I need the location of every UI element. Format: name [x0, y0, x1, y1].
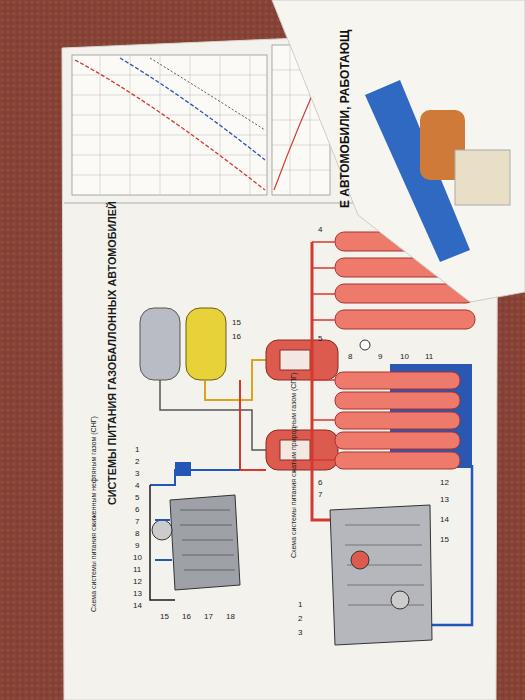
callout-number: 5 — [135, 493, 139, 502]
gas-tank — [186, 308, 226, 380]
lpg-scheme — [140, 308, 338, 600]
callout-number: 17 — [204, 612, 213, 621]
gas-cylinder — [266, 340, 338, 380]
gas-cylinder — [335, 372, 460, 389]
mixer — [152, 520, 172, 540]
gas-cylinder — [335, 310, 475, 329]
gas-pipe — [205, 360, 266, 400]
callout-number: 14 — [440, 515, 449, 524]
gas-line — [425, 465, 472, 625]
brochure-sheet — [272, 0, 525, 302]
brochure-picture — [365, 80, 470, 262]
callout-number: 16 — [182, 612, 191, 621]
gas-cylinder — [335, 452, 460, 469]
callout-number: 7 — [135, 517, 139, 526]
callout-number: 3 — [135, 469, 139, 478]
chart-grid — [72, 55, 267, 195]
callout-number: 1 — [298, 600, 302, 609]
callout-number: 14 — [133, 601, 142, 610]
scheme-caption: Схема системы питания сжиженным нефтяным… — [90, 416, 97, 612]
callout-number: 13 — [133, 589, 142, 598]
engine-fins — [345, 525, 424, 605]
callout-number: 15 — [232, 318, 241, 327]
callout-number: 11 — [425, 352, 433, 361]
callout-number: 9 — [378, 352, 382, 361]
callout-number: 4 — [318, 225, 322, 234]
gas-cylinder — [335, 412, 460, 429]
gas-pipe — [160, 380, 266, 450]
callout-number: 8 — [135, 529, 139, 538]
callout-number: 4 — [135, 481, 139, 490]
callout-number: 12 — [440, 478, 449, 487]
callout-number: 15 — [160, 612, 169, 621]
callout-number: 2 — [135, 457, 139, 466]
chart-curve — [75, 60, 265, 190]
gas-pipe — [312, 242, 335, 460]
cng-scheme — [312, 232, 475, 645]
callout-number: 6 — [135, 505, 139, 514]
gas-pipe — [312, 242, 330, 520]
brochure-heading: Е АВТОМОБИЛИ, РАБОТАЮЩ — [338, 30, 352, 208]
brochure — [272, 0, 525, 302]
chart-curve — [120, 58, 265, 160]
gas-cylinder — [266, 430, 338, 470]
mixer — [391, 591, 409, 609]
callout-number: 9 — [135, 541, 139, 550]
callout-number: 12 — [133, 577, 142, 586]
callout-number: 7 — [318, 490, 322, 499]
reducer — [175, 462, 191, 476]
scheme-caption: Схема системы питания сжатым природным г… — [290, 373, 297, 558]
engine — [330, 505, 432, 645]
gas-pipe — [240, 380, 266, 470]
valve-block — [280, 350, 310, 370]
chart-frame — [72, 55, 267, 195]
callout-number: 5 — [318, 334, 322, 343]
callout-number: 2 — [298, 614, 302, 623]
pressure-gauge — [360, 340, 370, 350]
callout-number: 6 — [318, 478, 322, 487]
poster-sheet — [62, 38, 498, 700]
gas-cylinder — [335, 432, 460, 449]
engine-fins — [180, 510, 235, 570]
gas-cylinder — [335, 392, 460, 409]
gas-line — [150, 470, 240, 485]
callout-number: 11 — [133, 565, 141, 574]
gas-line — [155, 520, 172, 560]
gas-line — [150, 485, 175, 600]
paper-slip — [455, 150, 510, 205]
callout-number: 16 — [232, 332, 241, 341]
callout-number: 18 — [226, 612, 235, 621]
reducer — [351, 551, 369, 569]
chart-curve — [150, 58, 265, 130]
engine — [170, 495, 240, 590]
callout-number: 15 — [440, 535, 449, 544]
callout-number: 8 — [348, 352, 352, 361]
callout-number: 10 — [400, 352, 409, 361]
poster-title: СИСТЕМЫ ПИТАНИЯ ГАЗОБАЛЛОННЫХ АВТОМОБИЛЕ… — [106, 201, 118, 505]
gas-tank — [140, 308, 180, 380]
callout-number: 1 — [135, 445, 139, 454]
callout-number: 13 — [440, 495, 449, 504]
callout-number: 10 — [133, 553, 142, 562]
callout-number: 3 — [298, 628, 302, 637]
